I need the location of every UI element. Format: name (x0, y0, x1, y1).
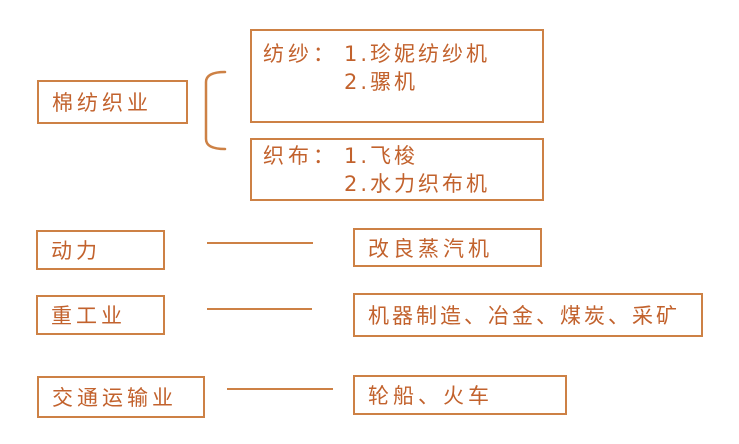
node-transportation-detail-label: 轮船、火车 (368, 384, 493, 408)
node-heavy-industry-detail-label: 机器制造、冶金、煤炭、采矿 (368, 304, 680, 328)
node-weaving-label: 织布： (263, 144, 338, 168)
connector-heavy-industry-line (207, 308, 312, 310)
node-heavy-industry-detail: 机器制造、冶金、煤炭、采矿 (353, 293, 703, 337)
node-transportation-detail: 轮船、火车 (353, 375, 567, 415)
node-weaving-item-2: 2.水力织布机 (344, 172, 491, 196)
node-power-label: 动力 (51, 239, 101, 263)
connector-transportation-line (227, 388, 333, 390)
connector-power-line (207, 242, 313, 244)
node-spinning-label: 纺纱： (263, 42, 338, 66)
node-heavy-industry-label: 重工业 (51, 304, 126, 328)
node-cotton-textile: 棉纺织业 (37, 80, 188, 124)
group-bracket-shape (204, 70, 227, 151)
node-cotton-textile-label: 棉纺织业 (52, 91, 152, 115)
node-improved-steam-engine: 改良蒸汽机 (353, 228, 542, 267)
node-spinning-item-1: 1.珍妮纺纱机 (344, 42, 491, 66)
node-power: 动力 (36, 230, 165, 270)
node-improved-steam-engine-label: 改良蒸汽机 (368, 236, 493, 261)
node-transportation-label: 交通运输业 (52, 386, 177, 410)
node-spinning: 纺纱： 1.珍妮纺纱机 2.骡机 (250, 29, 544, 123)
node-heavy-industry: 重工业 (36, 295, 165, 335)
node-transportation: 交通运输业 (37, 376, 205, 418)
node-spinning-item-2: 2.骡机 (344, 70, 419, 94)
node-weaving-item-1: 1.飞梭 (344, 144, 419, 168)
node-weaving: 织布： 1.飞梭 2.水力织布机 (250, 138, 544, 201)
